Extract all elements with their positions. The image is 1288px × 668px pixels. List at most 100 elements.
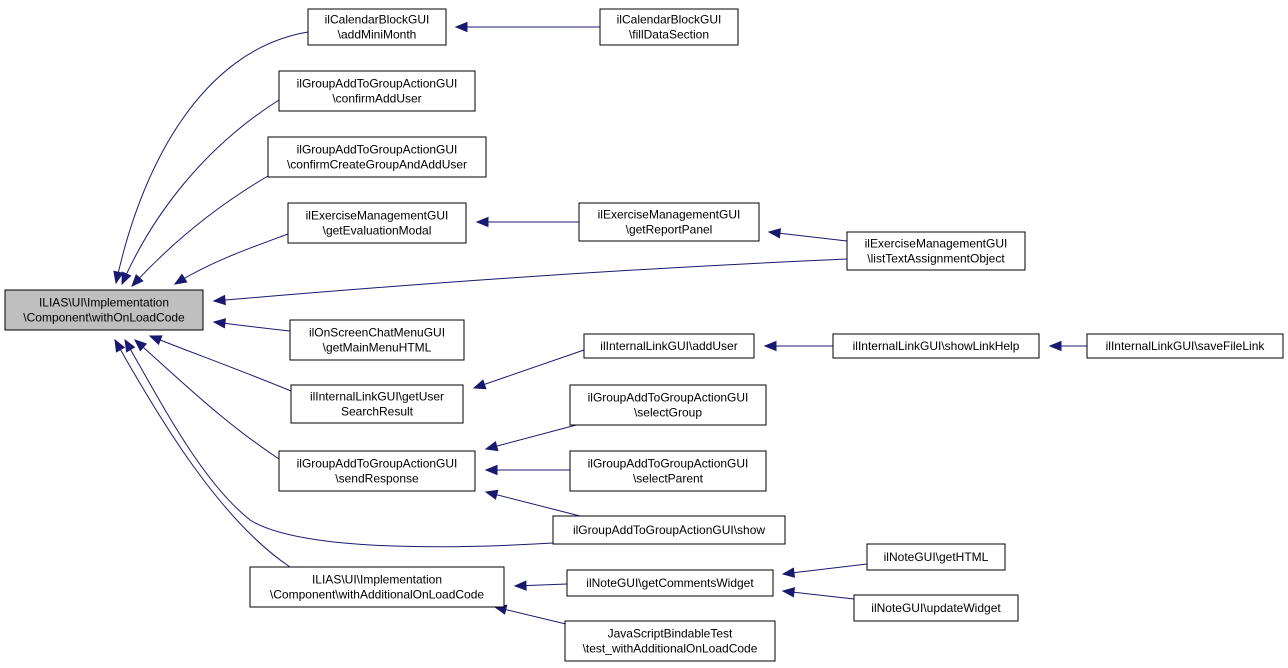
edge-exercise-list-text-to-report [767,228,848,242]
arrowhead [475,216,489,228]
node-group-confirm-add-user[interactable]: ilGroupAddToGroupActionGUI\confirmAddUse… [278,70,476,112]
edge-note-get-html [781,563,868,578]
node-box [307,8,447,46]
node-note-update-widget[interactable]: ilNoteGUI\updateWidget [853,594,1019,622]
edge-group-confirm-create-group [131,175,269,287]
node-with-additional-on-load-code[interactable]: ILIAS\UI\Implementation\Component\withAd… [249,566,505,608]
edge-link-save-file-link [1048,340,1087,352]
node-label-line: \getEvaluationModal [323,224,432,238]
node-label-line: \Component\withAdditionalOnLoadCode [270,588,484,602]
arrowhead [484,489,499,500]
node-note-get-html[interactable]: ilNoteGUI\getHTML [866,543,1006,571]
arrowhead [781,567,796,578]
arrowhead [781,587,796,598]
node-label-line: \confirmAddUser [332,92,421,106]
edge-group-confirm-add-user [121,99,280,286]
arrowhead [131,273,144,287]
node-label-line: ilGroupAddToGroupActionGUI [588,457,749,471]
arrowhead [472,379,487,390]
edge-line [134,339,280,460]
node-box [564,620,776,662]
node-label-line: \selectParent [633,472,704,486]
node-exercise-list-text-assignment[interactable]: ilExerciseManagementGUI\listTextAssignme… [846,231,1026,271]
edge-exercise-list-text-assignment [212,258,848,306]
arrowhead [121,271,132,286]
node-group-select-parent[interactable]: ilGroupAddToGroupActionGUI\selectParent [569,450,767,492]
edge-group-show-to-send-response [484,489,581,517]
node-link-save-file-link[interactable]: ilInternalLinkGUI\saveFileLink [1086,333,1284,359]
arrowhead [212,318,227,329]
node-label-line: ilInternalLinkGUI\showLinkHelp [853,339,1020,353]
arrowhead [173,273,188,285]
edge-group-show [124,338,554,548]
arrowhead [484,440,499,452]
node-label-line: ilInternalLinkGUI\saveFileLink [1106,339,1266,353]
edge-line [485,423,581,450]
edge-line [124,339,554,548]
node-label-line: \test_withAdditionalOnLoadCode [583,642,758,656]
node-with-on-load-code[interactable]: ILIAS\UI\Implementation\Component\withOn… [4,289,204,331]
node-box [599,8,739,46]
node-label-line: ilGroupAddToGroupActionGUI [297,143,458,157]
node-box [569,384,767,426]
node-label-line: ilNoteGUI\getHTML [884,550,989,564]
node-label-line: ilGroupAddToGroupActionGUI [588,391,749,405]
node-box [853,594,1019,622]
arrowhead [763,340,777,352]
node-label-line: ILIAS\UI\Implementation [39,296,169,310]
node-label-line: ilNoteGUI\getCommentsWidget [586,576,754,590]
node-js-bindable-test[interactable]: JavaScriptBindableTest\test_withAddition… [564,620,776,662]
edge-line [485,491,581,517]
edge-group-send-response [134,339,280,460]
node-box [290,384,464,424]
edge-line [131,175,269,287]
node-exercise-get-evaluation-modal[interactable]: ilExerciseManagementGUI\getEvaluationMod… [287,202,467,244]
node-group-confirm-create-group[interactable]: ilGroupAddToGroupActionGUI\confirmCreate… [267,136,487,178]
node-calendar-fill-data-section[interactable]: ilCalendarBlockGUI\fillDataSection [599,8,739,46]
node-box [249,566,505,608]
node-label-line: ilCalendarBlockGUI [617,13,722,27]
node-label-line: \getMainMenuHTML [323,341,432,355]
node-box [287,202,467,244]
node-label-line: \sendResponse [335,472,419,486]
edge-line [114,339,291,568]
edge-group-select-parent [484,464,570,476]
node-group-select-group[interactable]: ilGroupAddToGroupActionGUI\selectGroup [569,384,767,426]
node-label-line: \getReportPanel [626,223,713,237]
arrowhead [212,294,226,306]
edge-exercise-get-report-panel [475,216,579,228]
node-box [4,289,204,331]
node-link-add-user[interactable]: ilInternalLinkGUI\addUser [583,333,755,359]
node-label-line: \selectGroup [634,406,702,420]
node-box [278,450,476,492]
node-label-line: \confirmCreateGroupAndAddUser [287,158,467,172]
edge-calendar-fill-data-section [454,21,600,33]
node-label-line: ilInternalLinkGUI\addUser [600,339,737,353]
node-box [866,543,1006,571]
node-link-show-link-help[interactable]: ilInternalLinkGUI\showLinkHelp [832,333,1040,359]
node-group-show[interactable]: ilGroupAddToGroupActionGUI\show [552,515,786,545]
node-exercise-get-report-panel[interactable]: ilExerciseManagementGUI\getReportPanel [578,202,760,242]
edge-line [494,606,571,626]
node-box [1086,333,1284,359]
node-note-get-comments-widget[interactable]: ilNoteGUI\getCommentsWidget [566,569,774,597]
edge-group-select-group [484,423,581,452]
node-chat-get-main-menu-html[interactable]: ilOnScreenChatMenuGUI\getMainMenuHTML [289,319,465,361]
edge-line [121,99,280,285]
node-label-line: \Component\withOnLoadCode [23,311,185,325]
node-label-line: ilInternalLinkGUI\getUser [310,390,444,404]
arrowhead [134,339,148,352]
node-label-line: ilGroupAddToGroupActionGUI\show [573,523,765,537]
edge-calendar-add-mini-month [113,31,309,285]
arrowhead [1048,340,1062,352]
node-group-send-response[interactable]: ilGroupAddToGroupActionGUI\sendResponse [278,450,476,492]
node-label-line: ilExerciseManagementGUI [598,208,741,222]
node-label-line: SearchResult [341,405,414,419]
edge-line [174,233,289,285]
node-label-line: ilExerciseManagementGUI [306,209,449,223]
node-label-line: ilGroupAddToGroupActionGUI [297,77,458,91]
node-calendar-add-mini-month[interactable]: ilCalendarBlockGUI\addMiniMonth [307,8,447,46]
arrowhead [124,338,136,353]
